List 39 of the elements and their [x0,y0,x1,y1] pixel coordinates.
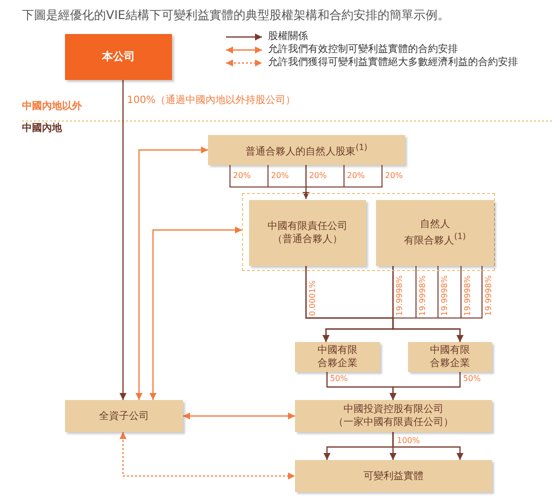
percentage-label: 19.9998% [441,275,449,316]
entity-box: 中國投資控股有限公司（一家中國有限責任公司） [295,400,492,432]
edge-label: 20% [309,172,327,180]
entity-box: 中國有限責任公司（普通合夥人） [249,200,366,266]
edge-label: 50% [463,375,481,383]
legend-text: 允許我們有效控制可變利益實體的合約安排 [268,44,458,56]
connector-arrow [150,226,242,400]
title: 下圖是經優化的VIE結構下可變利益實體的典型股權架構和合約安排的簡單示例。 [22,7,450,24]
connector-arrow [390,372,461,400]
percentage-label: 20% [347,172,365,180]
edge-label: 50% [330,375,348,383]
entity-box: 可變利益實體 [295,460,492,492]
percentage-label: 20% [385,172,403,180]
region-label: 中國內地以外 [22,102,82,112]
entity-box: 中國有限合夥企業 [295,342,380,372]
connector-arrow [302,165,310,199]
entity-box: 全資子公司 [65,400,183,432]
region-label: 中國內地 [22,124,62,134]
percentage-label: 20% [233,172,251,180]
legend-text: 股權關係 [268,31,308,43]
entity-box: 自然人 有限合夥人$^{(1)}$ [376,200,494,266]
entity-box: 中國有限合夥企業 [408,342,492,372]
percentage-label: 19.9998% [485,275,493,316]
percentage-label: 0.0001% [309,280,317,316]
connector-arrow [392,265,464,342]
connector-arrow [136,146,208,400]
entity-box: 普通合夥人的自然人股東$^{(1)}$ [208,135,405,165]
company-box: 本公司 [65,34,172,80]
percentage-label: 19.9998% [396,275,404,316]
legend-text: 允許我們獲得可變利益實體絕大多數經濟利益的合約安排 [268,57,518,69]
dashed-group-box [242,193,495,271]
connector-arrow [392,432,464,460]
connector-arrow [120,432,295,480]
edge-label: 100% [397,437,420,445]
percentage-label: 19.9998% [419,275,427,316]
percentage-label: 19.9998% [464,275,472,316]
connector-arrow [183,412,295,420]
connector-arrow [120,80,126,400]
percentage-label: 20% [271,172,289,180]
